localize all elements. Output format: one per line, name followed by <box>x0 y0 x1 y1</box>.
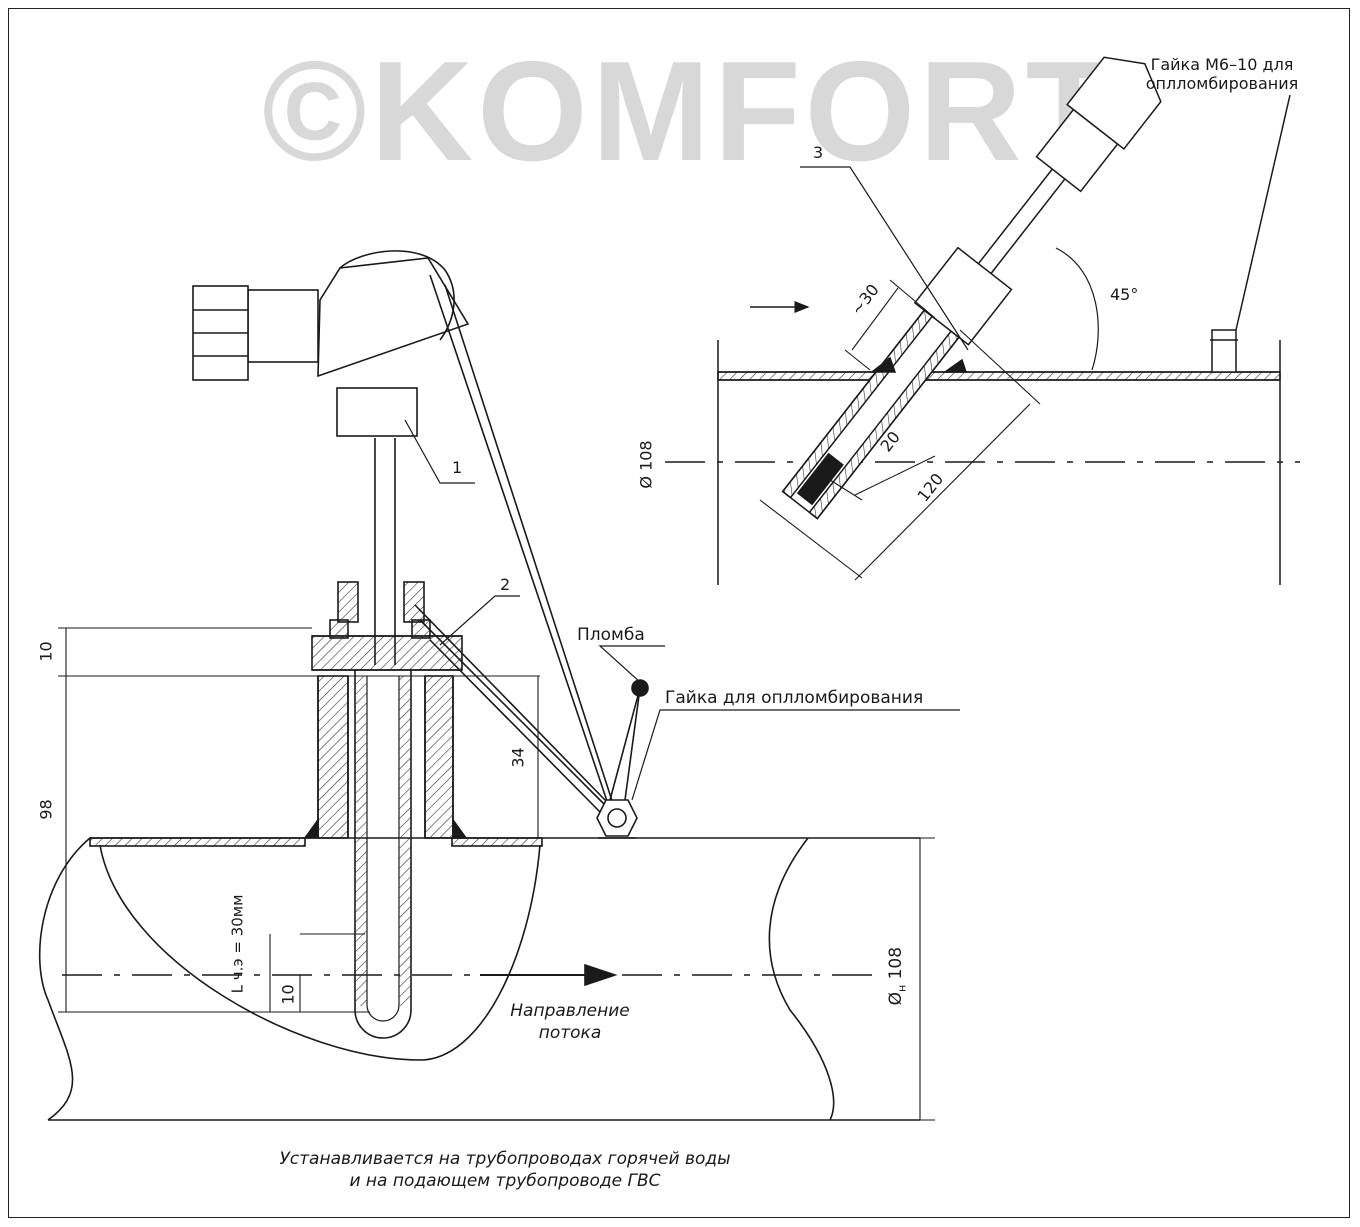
thermowell <box>354 438 412 1039</box>
sensor-head <box>192 250 470 437</box>
dim-diam-main: Øн 108 <box>886 947 908 1005</box>
dim-98: 98 <box>36 799 56 820</box>
dim-10-top: 10 <box>36 641 56 662</box>
inset-probe <box>781 56 1162 520</box>
dim-34: 34 <box>508 747 528 768</box>
flow-direction-label: Направление потока <box>480 1000 660 1044</box>
inset-angle: 45° <box>1110 285 1139 304</box>
caption-line2: и на подающем трубопроводе ГВС <box>349 1171 661 1191</box>
item-1-label: 1 <box>452 458 463 477</box>
nut-m6-line1: Гайка М6–10 для <box>1150 55 1294 74</box>
fitting-nut <box>311 581 463 671</box>
dim-10-bottom: 10 <box>278 984 298 1005</box>
inset-diam: Ø 108 <box>636 440 656 489</box>
dim-diam-sub: н <box>895 984 909 993</box>
flow-direction-line2: потока <box>538 1023 602 1043</box>
flow-axis <box>62 963 880 987</box>
caption: Устанавливается на трубопроводах горячей… <box>180 1148 830 1192</box>
nut-m6-line2: оплломбирования <box>1145 74 1299 93</box>
dim-diam-symbol: Ø <box>886 992 907 1006</box>
leaders <box>404 419 960 801</box>
item-2-label: 2 <box>500 575 511 594</box>
pipe-body <box>38 837 920 1121</box>
seal-assembly <box>414 274 649 839</box>
watermark: ©KOMFORT <box>262 30 1116 194</box>
dimensions-left <box>58 627 935 1121</box>
caption-line1: Устанавливается на трубопроводах горячей… <box>279 1149 731 1169</box>
dim-diam-value: 108 <box>886 946 907 980</box>
dim-lcz: L ч.э = 30мм <box>228 894 247 994</box>
inset-view <box>665 56 1300 585</box>
sleeve <box>303 675 468 839</box>
main-view <box>38 250 960 1121</box>
watermark-text: KOMFORT <box>370 32 1117 191</box>
watermark-copyright-symbol: © <box>262 32 371 191</box>
seal-label: Пломба <box>577 625 645 645</box>
item-3-label: 3 <box>813 143 824 162</box>
nut-m6-label: Гайка М6–10 для оплломбирования <box>1112 55 1332 93</box>
seal-nut-label: Гайка для оплломбирования <box>665 688 924 708</box>
drawing-frame <box>8 8 1350 1218</box>
flow-direction-line1: Направление <box>510 1001 630 1021</box>
